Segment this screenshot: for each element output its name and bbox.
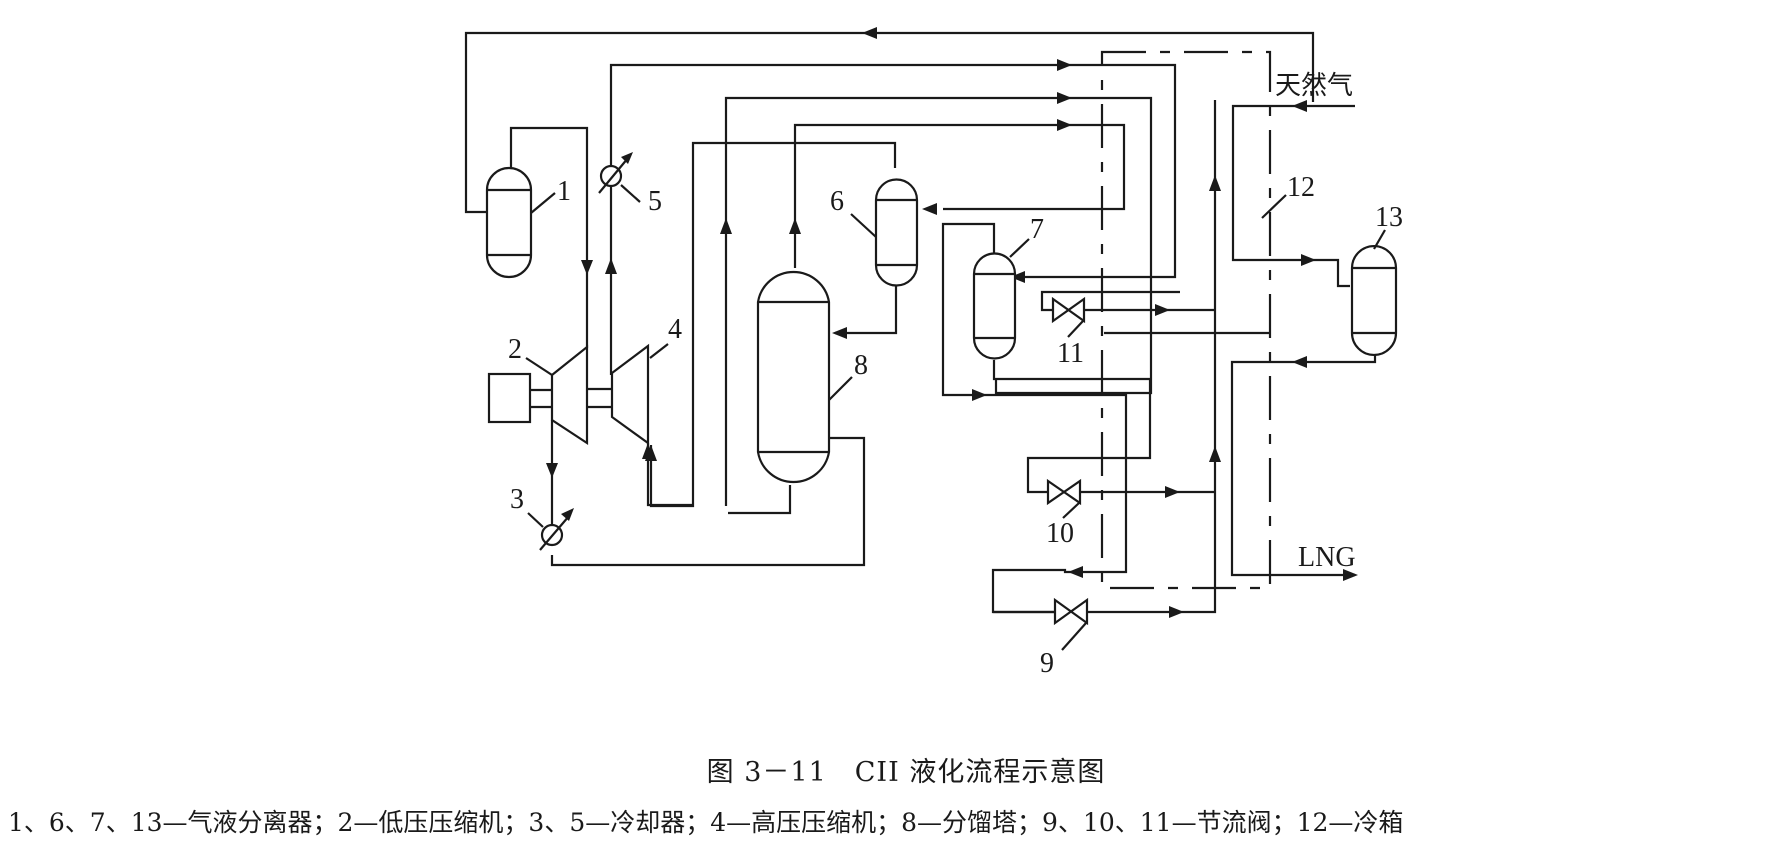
column-8: 8 [756,270,868,484]
arrow-up [789,218,801,234]
label-8: 8 [854,350,868,381]
arrow-left [862,27,877,39]
label-9: 9 [1040,648,1054,679]
arrow-icon [561,508,574,521]
separator-6: 6 [830,178,919,287]
arrow-up [720,218,732,234]
label-12: 12 [1287,172,1315,203]
arrow-right [972,389,987,401]
arrow-right [1057,92,1072,104]
arrow-right [1155,304,1170,316]
arrow-right [1057,119,1072,131]
separator-7: 7 [972,214,1044,360]
arrow-down [581,260,593,275]
stream-sep7-vapor [941,222,1128,614]
label-5: 5 [648,186,662,217]
arrow-right [1301,254,1316,266]
stream-column-bottom [550,436,866,567]
stream-column-overhead [789,119,1126,268]
shaft-compressors [587,387,612,409]
arrow-up [1209,446,1221,462]
arrow-right [1169,606,1184,618]
motor [487,372,532,424]
valve-9: 9 [1040,597,1089,679]
cold-box-12 [1100,50,1272,590]
label-1: 1 [557,176,571,207]
label-10: 10 [1046,518,1074,549]
compressor-2: 2 [508,334,589,446]
stream-natural-gas-feed [1231,100,1355,288]
stream-sep1-to-compressor2 [509,126,593,348]
stream-726-up [720,92,1153,506]
arrow-left [1068,566,1083,578]
figure-legend: 1、6、7、13—气液分离器；2—低压压缩机；3、5—冷却器；4—高压压缩机；8… [8,808,1404,837]
arrow-right [1057,59,1072,71]
cooler-3: 3 [510,484,574,551]
stream-sep6-liquid [832,282,898,339]
arrow-left [1010,271,1025,283]
label-4: 4 [668,314,682,345]
shaft-motor [530,388,552,409]
valve-11: 11 [1051,296,1086,369]
arrow-down [546,463,558,478]
label-lng: LNG [1298,542,1356,573]
stream-lng-product [1230,352,1377,581]
arrow-left [1292,100,1307,112]
compressor-4: 4 [610,314,682,446]
arrow-left [832,327,847,339]
arrow-right [1165,486,1180,498]
stream-sep7-liquid [992,360,1215,498]
stream-valve9 [993,100,1221,618]
arrow-up [642,443,654,459]
stream-to-compressor4 [646,443,693,507]
separator-1: 1 [485,166,571,279]
stream-compressor2-to-cooler3 [546,420,558,530]
arrow-left [922,203,937,215]
stream-recycle-to-sep1 [464,27,1315,214]
label-7: 7 [1030,214,1044,245]
arrow-up [1209,175,1221,191]
stream-valve11 [1040,290,1215,316]
arrow-icon [621,152,633,164]
arrow-up [605,258,617,274]
arrow-right [1343,569,1358,581]
leader-12 [1261,194,1287,219]
figure-title: 图 3－11 CII 液化流程示意图 [706,757,1106,788]
arrow-left [1292,356,1307,368]
label-13: 13 [1375,202,1403,233]
valve-10: 10 [1046,478,1082,549]
cooler-5: 5 [598,152,662,217]
label-2: 2 [508,334,522,365]
separator-13: 13 [1350,202,1403,357]
label-6: 6 [830,186,844,217]
cold-box-outline [1100,50,1272,590]
label-3: 3 [510,484,524,515]
label-11: 11 [1057,338,1084,369]
label-natural-gas: 天然气 [1275,71,1353,101]
